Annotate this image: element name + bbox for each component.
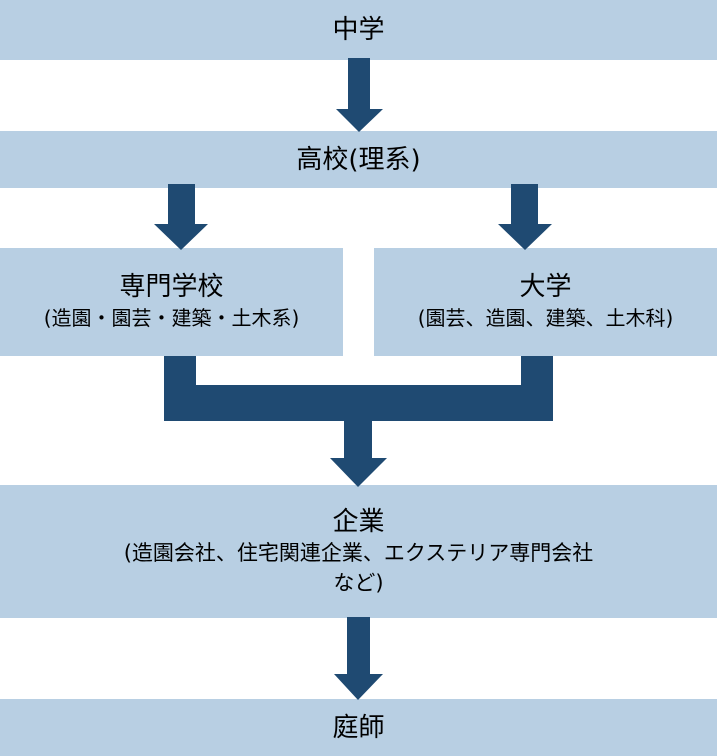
node-title: 庭師 [332, 712, 385, 743]
node-title: 中学 [332, 15, 385, 45]
node-subtitle: (園芸、造園、建築、土木科) [417, 306, 674, 330]
node-high-school: 高校(理系) [0, 131, 717, 188]
node-junior-high: 中学 [0, 0, 717, 60]
node-vocational-school: 専門学校 (造園・園芸・建築・土木系) [0, 248, 343, 356]
node-company: 企業 (造園会社、住宅関連企業、エクステリア専門会社 など) [0, 485, 717, 618]
arrow-down-icon [334, 617, 383, 700]
node-title: 大学 [519, 272, 572, 302]
node-title: 専門学校 [119, 272, 224, 302]
arrow-down-icon [154, 184, 208, 250]
node-university: 大学 (園芸、造園、建築、土木科) [374, 248, 717, 356]
arrow-down-icon [330, 420, 387, 487]
arrow-down-icon [336, 58, 383, 132]
arrow-down-icon [498, 184, 552, 250]
node-gardener: 庭師 [0, 699, 717, 756]
node-title: 高校(理系) [296, 144, 421, 175]
connector-bar [164, 385, 553, 421]
node-subtitle-line2: など) [333, 570, 384, 595]
node-subtitle: (造園・園芸・建築・土木系) [43, 306, 300, 330]
connector-left-stem [164, 356, 196, 386]
node-title: 企業 [332, 506, 385, 537]
node-subtitle-line1: (造園会社、住宅関連企業、エクステリア専門会社 [123, 540, 594, 565]
